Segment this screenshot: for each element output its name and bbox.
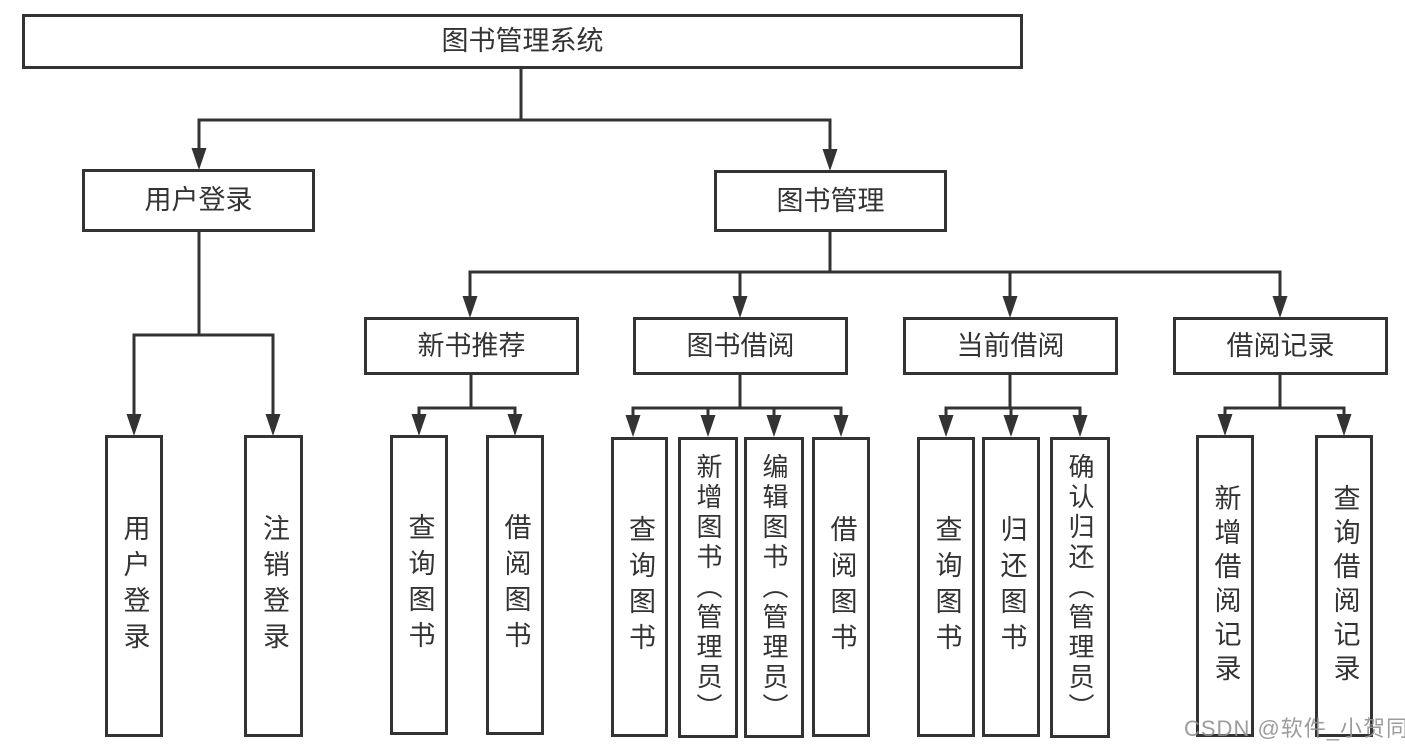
leaf-borrowing-query-books-label: 查询图书 [625, 515, 655, 659]
node-book-management-label: 图书管理 [776, 185, 885, 216]
leaf-logout-label: 注销登录 [259, 514, 289, 658]
watermark-text: CSDN @软件_小贺同学 [1184, 716, 1405, 741]
leaf-recommend-borrow-books-label: 借阅图书 [500, 513, 531, 657]
node-book-management: 图书管理 [714, 170, 947, 232]
leaf-add-books-admin: 新增图书（管理员） [678, 437, 738, 738]
leaf-confirm-return-admin: 确认归还（管理员） [1050, 437, 1110, 738]
leaf-return-books-label: 归还图书 [996, 515, 1027, 659]
leaf-query-borrow-record-label: 查询借阅记录 [1329, 484, 1360, 688]
node-library-system: 图书管理系统 [22, 14, 1023, 69]
node-new-book-recommend-label: 新书推荐 [417, 330, 526, 361]
leaf-user-login: 用户登录 [105, 435, 163, 737]
leaf-recommend-borrow-books: 借阅图书 [486, 435, 544, 735]
node-borrow-records: 借阅记录 [1173, 317, 1388, 375]
leaf-current-query-books-label: 查询图书 [931, 515, 962, 659]
leaf-edit-books-admin-label: 编辑图书（管理员） [759, 452, 789, 723]
leaf-logout: 注销登录 [244, 435, 303, 737]
leaf-edit-books-admin: 编辑图书（管理员） [744, 437, 804, 738]
node-book-borrowing-label: 图书借阅 [686, 330, 795, 361]
leaf-return-books: 归还图书 [982, 437, 1040, 737]
node-current-borrowing-label: 当前借阅 [956, 330, 1065, 361]
leaf-borrowing-query-books: 查询图书 [611, 437, 668, 737]
leaf-user-login-label: 用户登录 [119, 514, 150, 658]
leaf-confirm-return-admin-label: 确认归还（管理员） [1065, 452, 1095, 723]
leaf-borrowing-borrow-books: 借阅图书 [812, 437, 870, 737]
leaf-borrowing-borrow-books-label: 借阅图书 [826, 515, 857, 659]
leaf-recommend-query-books-label: 查询图书 [404, 513, 435, 657]
node-library-system-label: 图书管理系统 [441, 26, 604, 56]
node-new-book-recommend: 新书推荐 [364, 317, 579, 375]
node-book-borrowing: 图书借阅 [633, 317, 848, 375]
leaf-recommend-query-books: 查询图书 [390, 435, 448, 735]
node-user-login: 用户登录 [82, 169, 315, 232]
node-current-borrowing: 当前借阅 [903, 317, 1118, 375]
leaf-add-books-admin-label: 新增图书（管理员） [693, 452, 723, 723]
leaf-add-borrow-record: 新增借阅记录 [1196, 435, 1254, 737]
leaf-query-borrow-record: 查询借阅记录 [1315, 435, 1373, 737]
leaf-add-borrow-record-label: 新增借阅记录 [1210, 484, 1241, 688]
leaf-current-query-books: 查询图书 [917, 437, 975, 737]
node-user-login-label: 用户登录 [144, 185, 253, 215]
node-borrow-records-label: 借阅记录 [1226, 330, 1335, 361]
